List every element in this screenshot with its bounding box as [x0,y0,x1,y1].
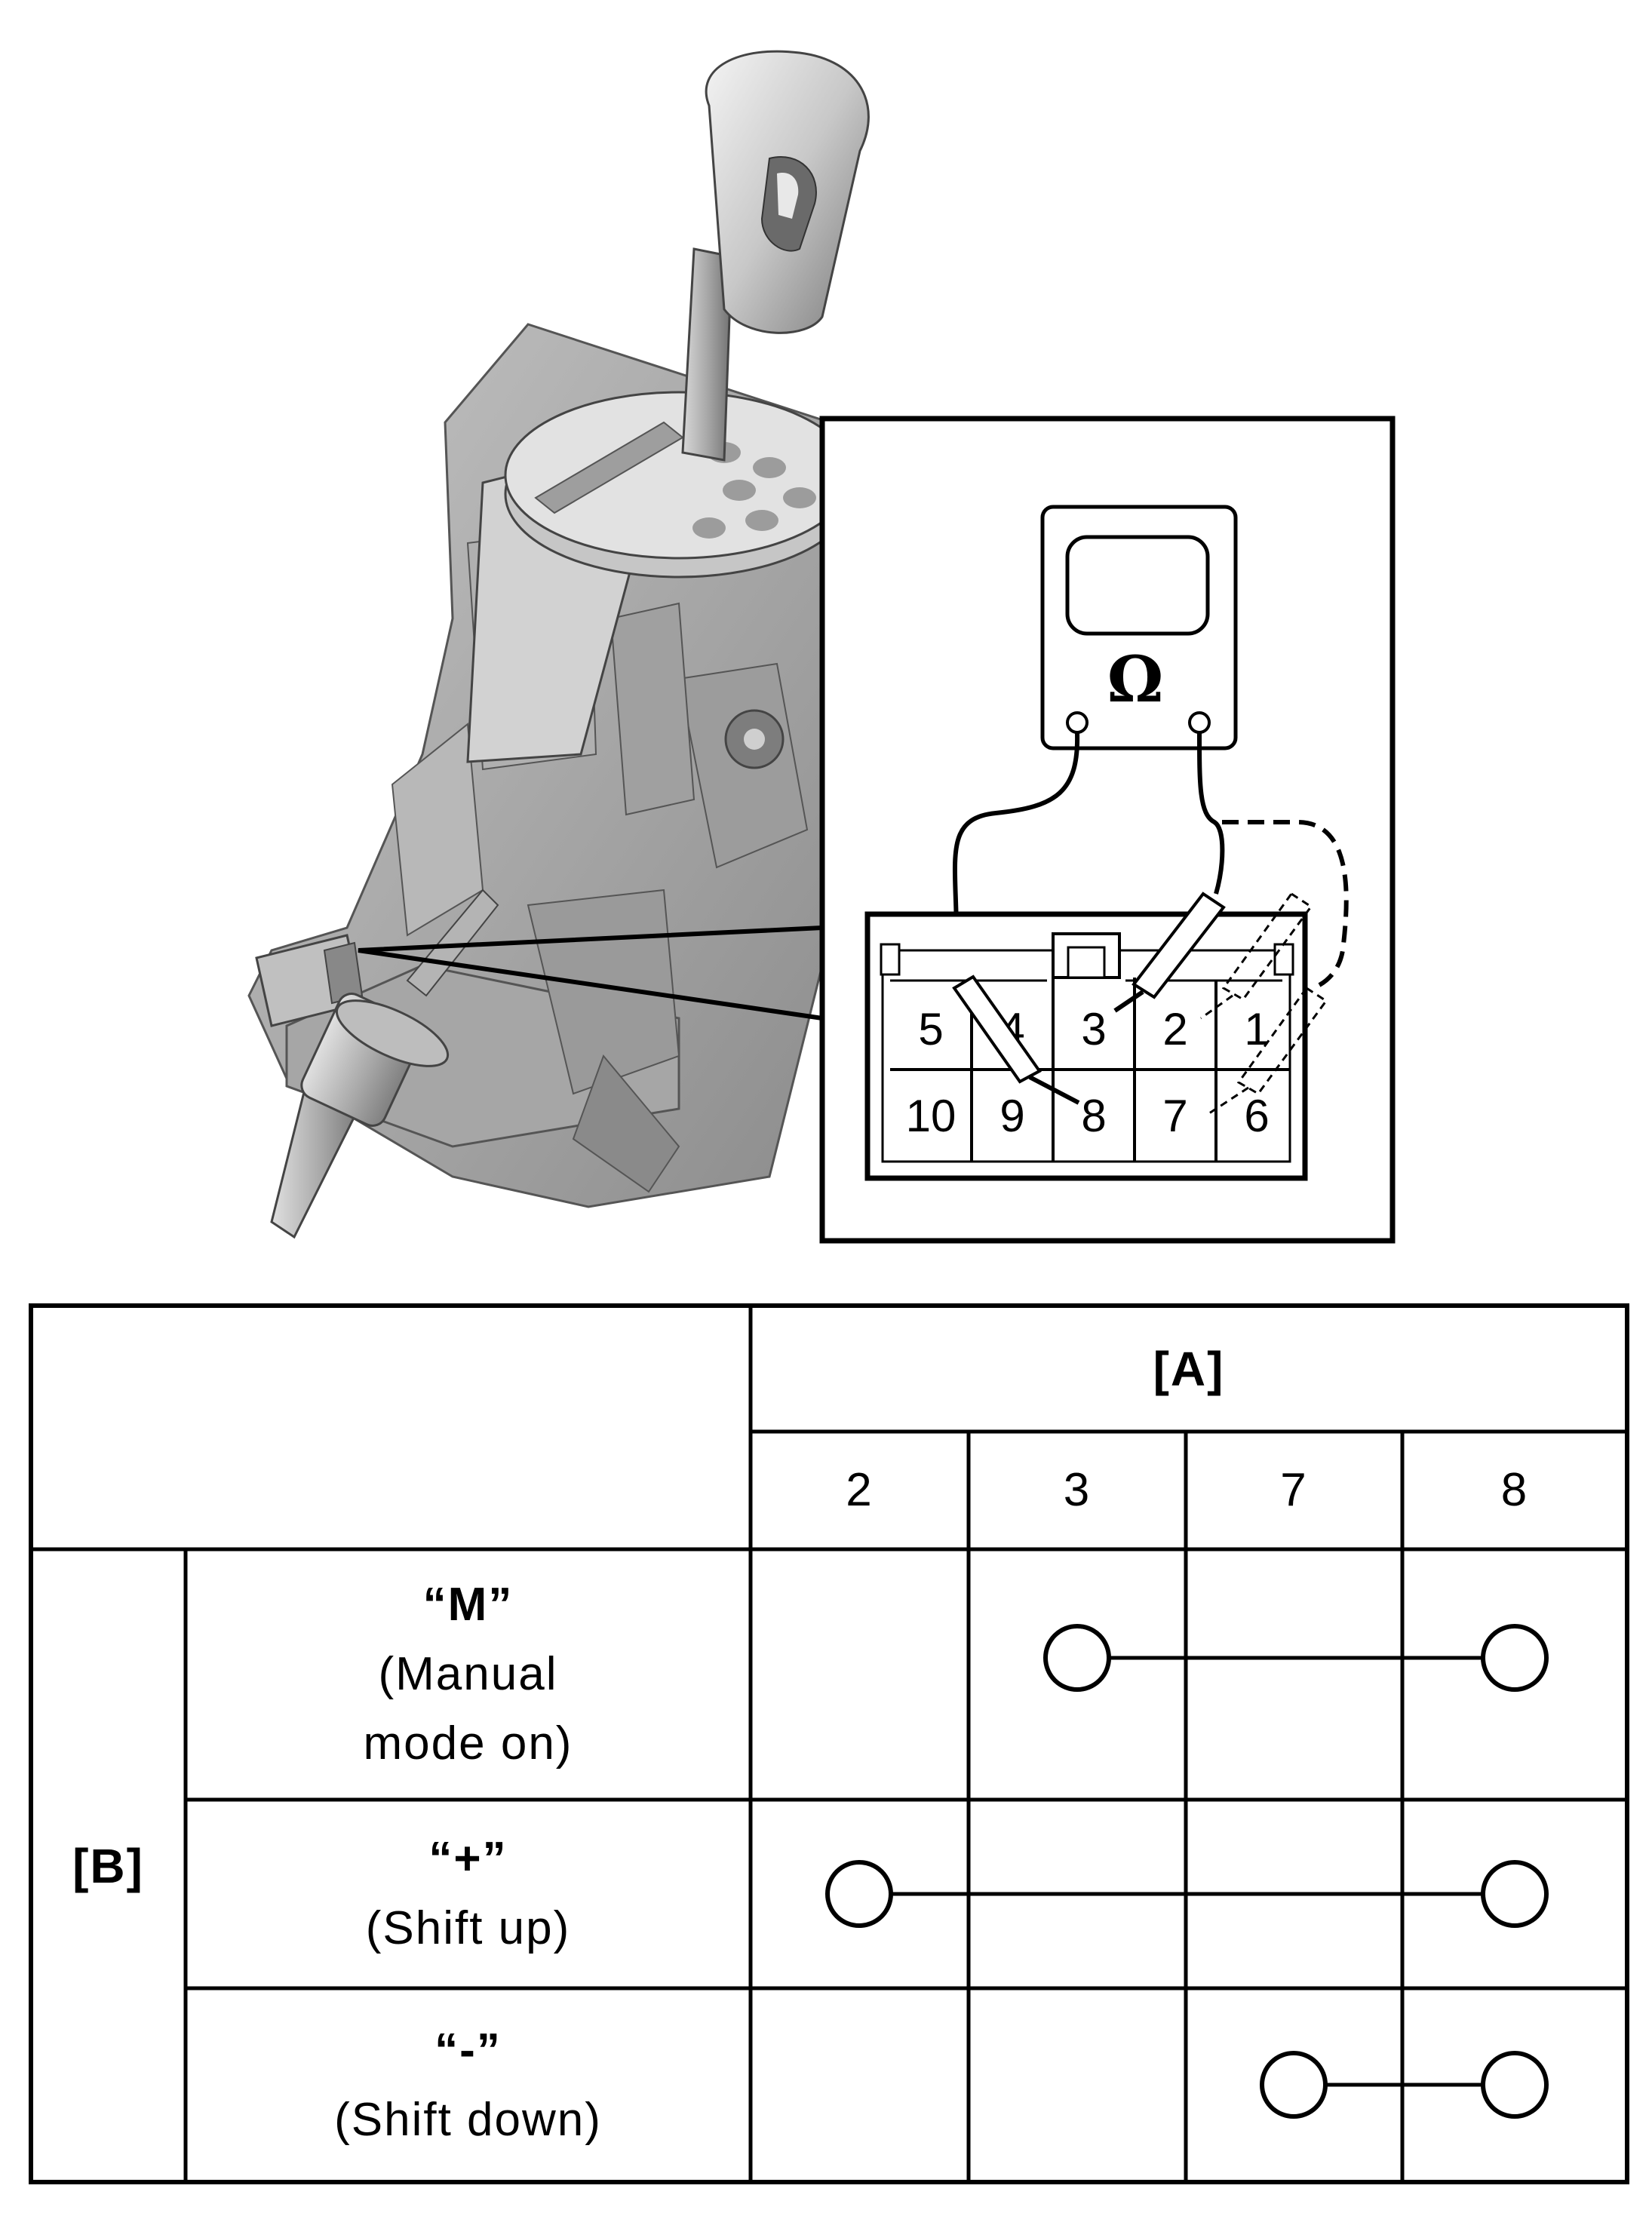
callout-leader [358,925,823,1021]
test-lead-alt [1222,820,1349,990]
shifter-illustration: Ω 5 4 3 2 1 10 9 8 7 6 [247,50,1396,1244]
row-label-shift-up: “+” (Shift up) [186,1800,751,1988]
continuity-table: [A] 2 3 7 8 [B] “M” (Manual mode on) “+”… [29,1303,1629,2186]
pin-label: 10 [906,1091,957,1141]
continuity-circle [1481,1624,1549,1692]
connector: 5 4 3 2 1 10 9 8 7 6 [864,911,1308,1181]
column-label: 2 [846,1464,874,1516]
probe-pin-7-dashed [1206,986,1328,1116]
column-label: 3 [1063,1464,1092,1516]
header-a: [A] [1153,1341,1225,1396]
continuity-marks [825,1624,1549,2119]
row-key: “+” [428,1833,508,1885]
pin-label: 7 [1162,1091,1187,1141]
row-key: “M” [422,1579,514,1631]
probe-pin-8 [952,975,1080,1105]
ohm-symbol: Ω [1107,642,1164,717]
shifter-drawing: Ω 5 4 3 2 1 10 9 8 7 6 [247,50,1396,1244]
row-desc: mode on) [363,1717,573,1769]
pin-label: 8 [1081,1091,1106,1141]
probe-pin-2-dashed [1200,892,1313,1020]
continuity-circle [1043,1624,1111,1692]
probe-pin-3 [1113,892,1226,1013]
ohmmeter: Ω [1040,505,1238,750]
row-desc: (Manual [378,1648,558,1700]
meter-terminal-left [1066,711,1089,734]
continuity-circle [1260,2051,1328,2119]
pin-label: 5 [918,1004,943,1054]
test-lead-red [1197,732,1225,895]
row-label-shift-down: “-” (Shift down) [186,1988,751,2182]
table-grid [29,1303,1629,2184]
pin-label: 6 [1244,1091,1269,1141]
continuity-circle [1481,1860,1549,1928]
column-label: 7 [1280,1464,1308,1516]
test-lead-black [952,732,1080,981]
continuity-circle [825,1860,893,1928]
pin-label: 2 [1162,1004,1187,1054]
row-key: “-” [434,2024,502,2076]
row-desc: (Shift down) [334,2093,602,2146]
continuity-circle [1481,2051,1549,2119]
pin-label: 3 [1081,1004,1106,1054]
meter-terminal-right [1188,711,1211,734]
header-b: [B] [72,1838,144,1893]
row-label-manual: “M” (Manual mode on) [186,1549,751,1800]
column-label: 8 [1500,1464,1529,1516]
shifter-assembly [247,50,870,1239]
pin-label: 9 [999,1091,1024,1141]
row-desc: (Shift up) [365,1902,571,1954]
